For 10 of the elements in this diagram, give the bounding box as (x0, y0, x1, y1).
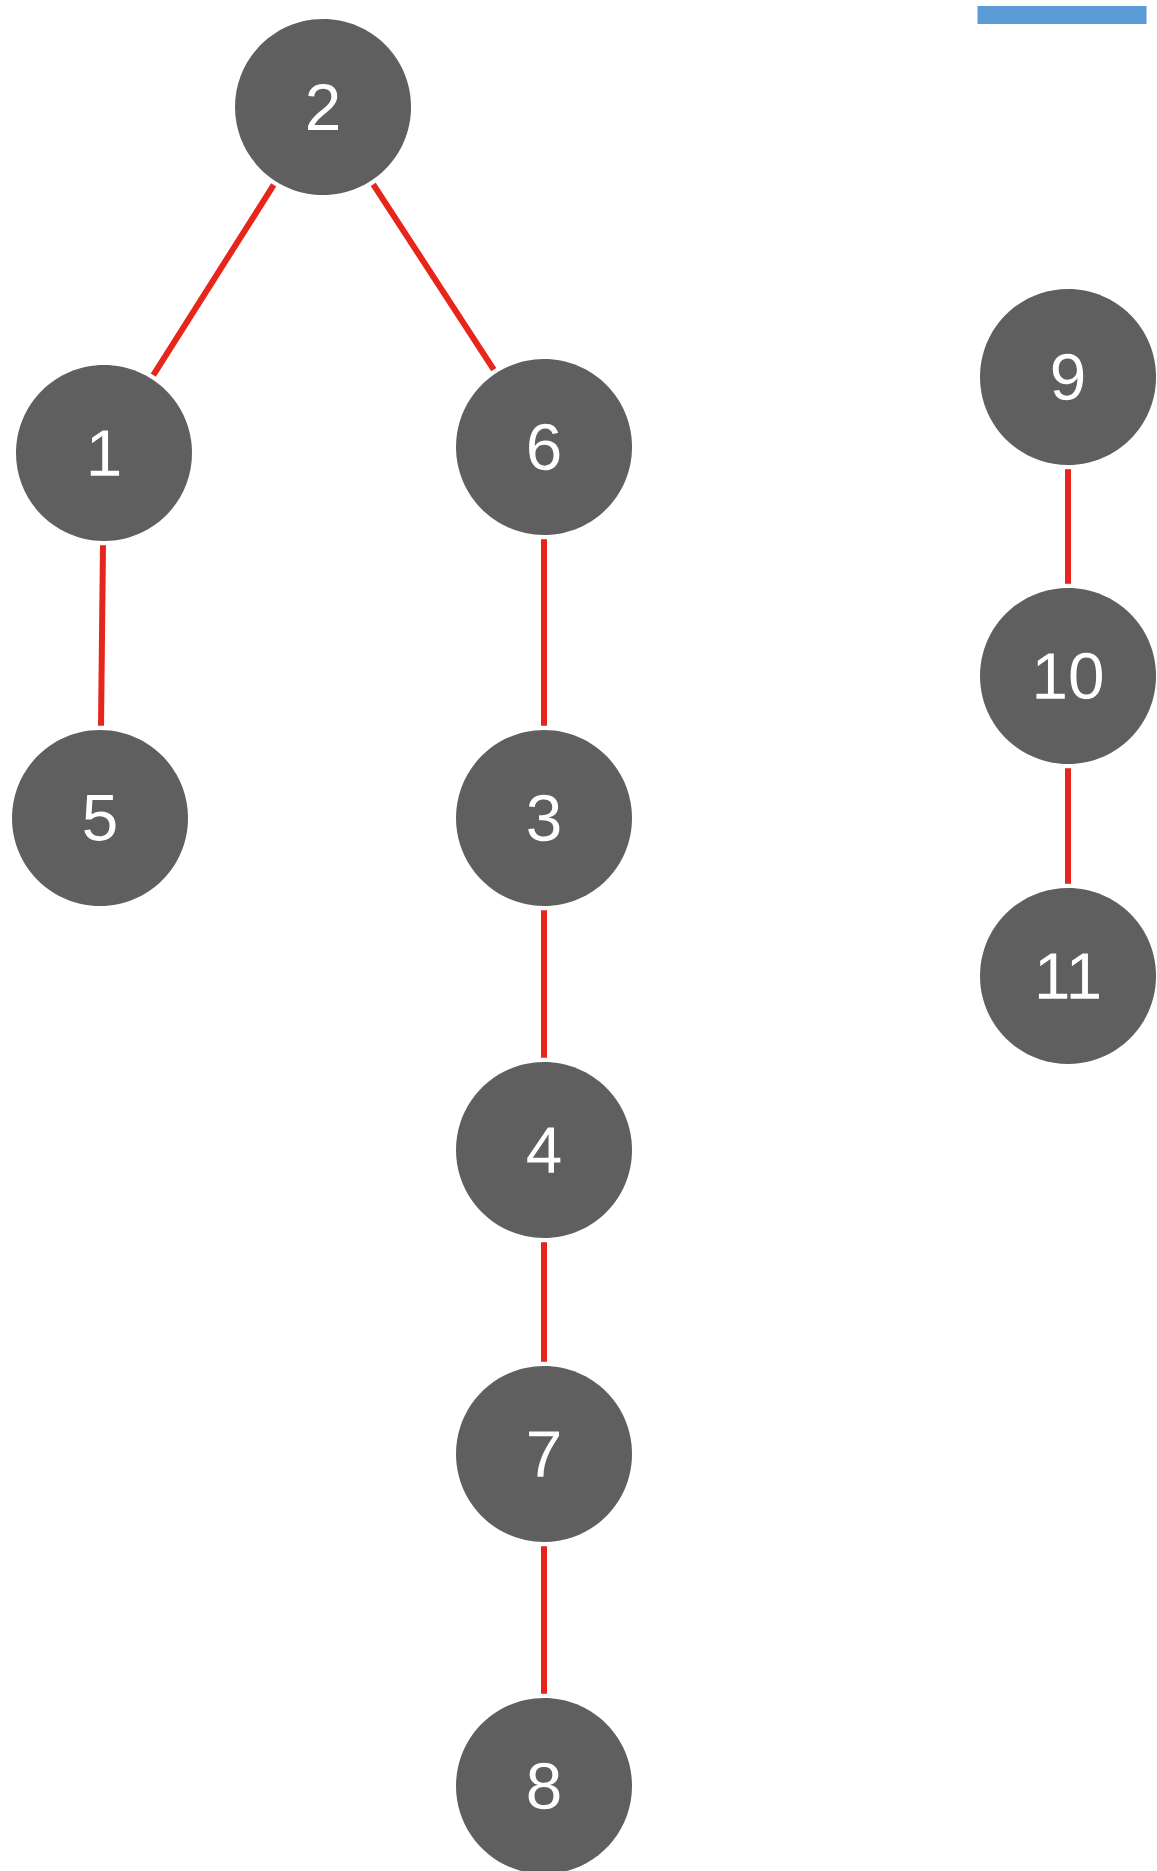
edge-line (541, 539, 547, 726)
edge-line (541, 910, 547, 1058)
edge-line (541, 1546, 547, 1694)
edge-line (541, 1242, 547, 1362)
edge-line (150, 183, 277, 377)
edge-line (370, 182, 497, 372)
edge-line (98, 545, 106, 726)
edge-line (1065, 768, 1071, 884)
bar (977, 6, 1147, 24)
edge-line (1065, 469, 1071, 584)
